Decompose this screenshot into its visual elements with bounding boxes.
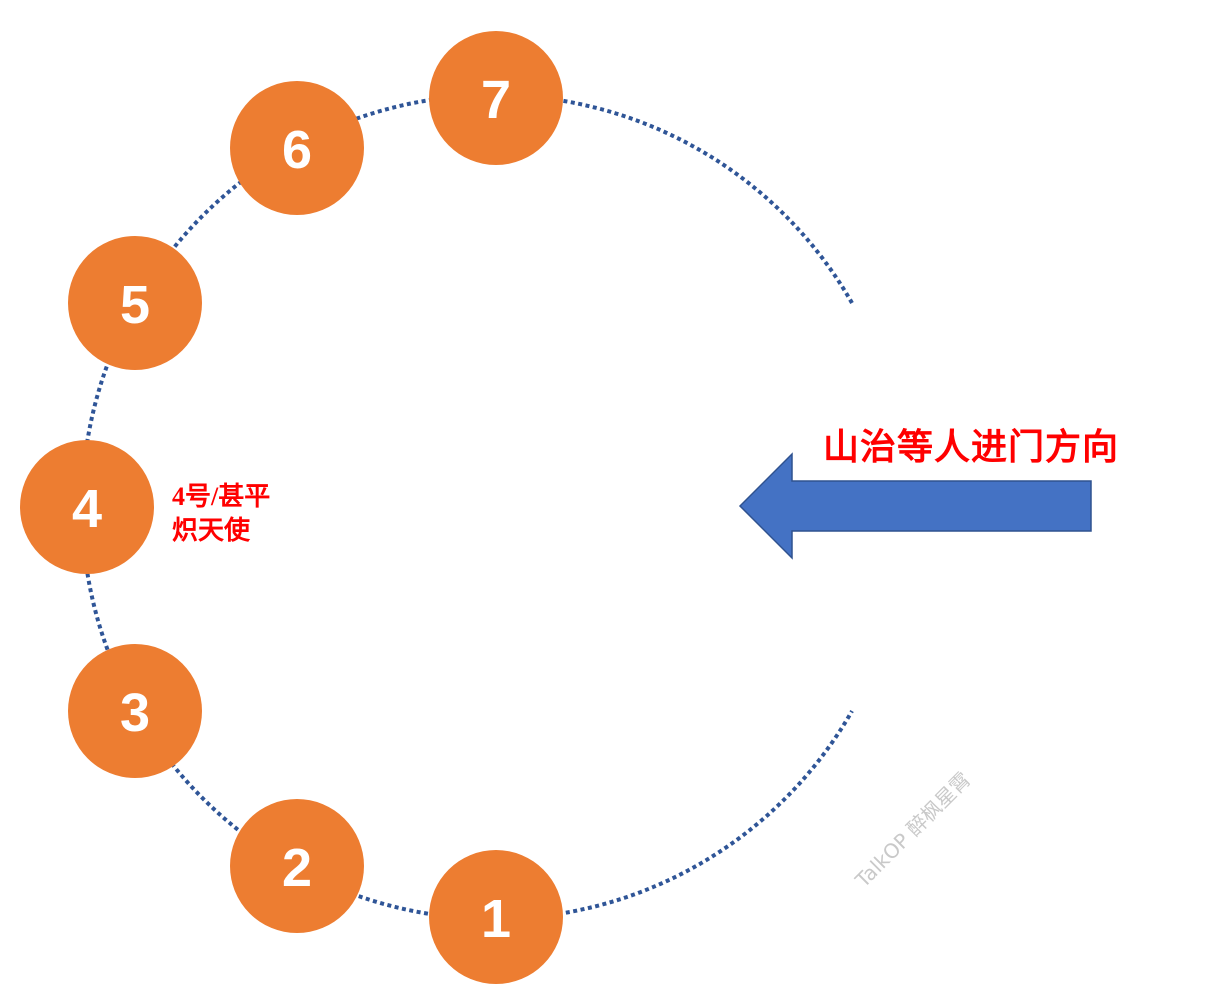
seat-4-note-line1: 4号/甚平 xyxy=(172,482,271,511)
seat-circle xyxy=(20,440,154,574)
entrance-direction-arrow xyxy=(738,452,1092,560)
seat-circles: 1 2 3 4 5 6 7 xyxy=(20,31,563,984)
seat-5: 5 xyxy=(68,236,202,370)
seat-7: 7 xyxy=(429,31,563,165)
seat-circle xyxy=(429,31,563,165)
seat-2: 2 xyxy=(230,799,364,933)
seat-circle xyxy=(230,81,364,215)
seat-number-label: 1 xyxy=(481,889,511,949)
entrance-direction-label: 山治等人进门方向 xyxy=(823,427,1120,467)
seat-number-label: 5 xyxy=(120,275,150,335)
seat-number-label: 4 xyxy=(72,479,102,539)
seat-circle xyxy=(429,850,563,984)
seat-number-label: 2 xyxy=(282,838,312,898)
seat-number-label: 6 xyxy=(282,120,312,180)
seat-number-label: 3 xyxy=(120,683,150,743)
seat-circle xyxy=(68,236,202,370)
seat-4: 4 xyxy=(20,440,154,574)
seat-6: 6 xyxy=(230,81,364,215)
seat-circle xyxy=(68,644,202,778)
seat-3: 3 xyxy=(68,644,202,778)
seat-1: 1 xyxy=(429,850,563,984)
seat-4-note-line2: 炽天使 xyxy=(172,516,251,545)
seat-circle xyxy=(230,799,364,933)
seat-number-label: 7 xyxy=(481,70,511,130)
